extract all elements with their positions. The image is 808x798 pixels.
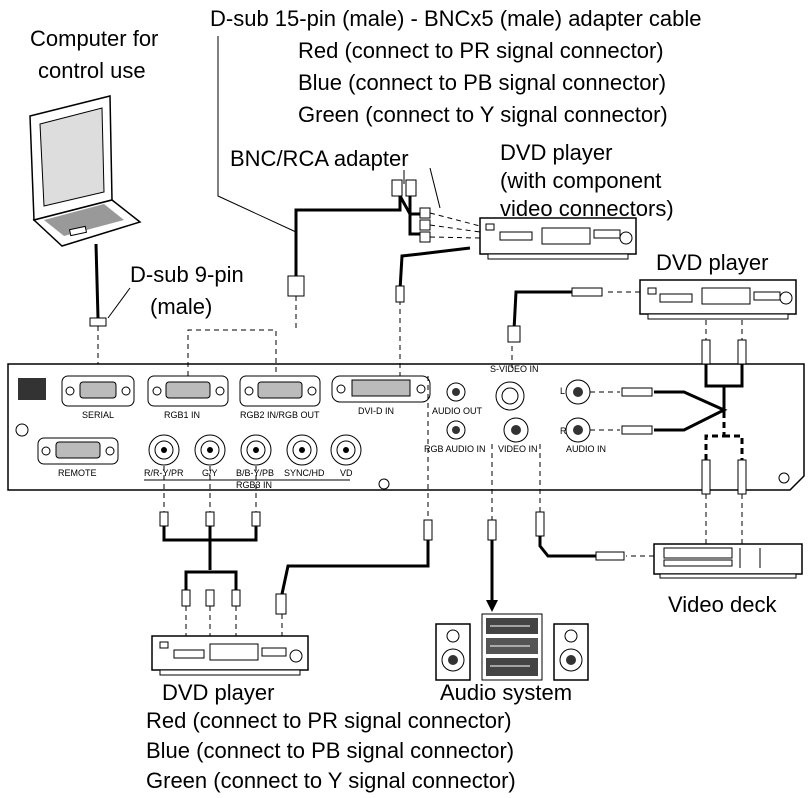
- dsub9-label-1: D-sub 9-pin: [130, 262, 244, 287]
- video-cable-deck: [538, 536, 596, 558]
- rgb-audio-in-jack: [446, 420, 466, 440]
- serial-port: [61, 375, 135, 407]
- bnc-label-g: G/Y: [202, 468, 218, 478]
- dvd-player-component-icon: [479, 217, 637, 260]
- video-in-label: VIDEO IN: [498, 444, 538, 454]
- dvd-bottom-label: DVD player: [162, 680, 274, 705]
- top-cable-blue: Blue (connect to PB signal connector): [298, 70, 666, 95]
- audio-system-icon: [435, 613, 589, 681]
- dvi-port: [331, 375, 431, 403]
- laptop-computer-icon: [29, 95, 142, 247]
- svideo-jack: [495, 381, 525, 411]
- computer-label-2: control use: [38, 58, 146, 83]
- dvd-player-bottom-icon: [151, 635, 309, 676]
- dvd-component-label-3: video connectors): [500, 196, 674, 221]
- dvd-component-label-2: (with component: [500, 168, 661, 193]
- dsub9-label-2: (male): [150, 294, 212, 319]
- serial-cable: [94, 243, 100, 319]
- video-deck-label: Video deck: [668, 592, 777, 617]
- top-cable-leader: [217, 36, 297, 233]
- bottom-cable-green: Green (connect to Y signal connector): [146, 768, 516, 793]
- rgb-audio-in-label: RGB AUDIO IN: [424, 444, 486, 454]
- bottom-cable-blue: Blue (connect to PB signal connector): [146, 738, 514, 763]
- bnc-label-sync: SYNC/HD: [284, 468, 325, 478]
- rgb1-label: RGB1 IN: [164, 410, 200, 420]
- audio-l-label: L: [560, 386, 565, 396]
- dsub15-bnc-cable: [294, 196, 402, 280]
- dvd-component-label-1: DVD player: [500, 140, 612, 165]
- svideo-label: S-VIDEO IN: [490, 364, 539, 374]
- bnc-label-b: B/B-Y/PB: [236, 468, 274, 478]
- projector-rear-panel: SERIAL RGB1 IN RGB2 IN/RGB OUT DVI-D IN …: [7, 363, 805, 491]
- bottom-cable-red: Red (connect to PR signal connector): [146, 708, 512, 733]
- audio-system-label: Audio system: [440, 680, 572, 705]
- video-in-jack: [503, 417, 529, 443]
- computer-label-1: Computer for: [30, 26, 158, 51]
- rgb3-label: RGB3 IN: [236, 480, 272, 490]
- bnc-label-vd: VD: [340, 468, 353, 478]
- rgb2-label: RGB2 IN/RGB OUT: [240, 410, 320, 420]
- rgb2-port: [239, 375, 321, 407]
- audio-in-label: AUDIO IN: [566, 444, 606, 454]
- audio-out-jack: [446, 382, 466, 402]
- bnc-label-r: R/R-Y/PR: [144, 468, 184, 478]
- dsub9-leader: [107, 287, 131, 319]
- audio-cable-top: [398, 246, 471, 291]
- video-deck-icon: [653, 543, 803, 579]
- audio-out-label: AUDIO OUT: [432, 406, 483, 416]
- dvd-right-label: DVD player: [656, 250, 768, 275]
- bnc-rca-label: BNC/RCA adapter: [230, 146, 409, 171]
- lan-port-icon: [18, 378, 46, 400]
- remote-label: REMOTE: [58, 468, 97, 478]
- top-cable-red: Red (connect to PR signal connector): [298, 38, 664, 63]
- audio-r-label: R: [560, 426, 567, 436]
- bnc-connectors: [148, 434, 362, 466]
- top-cable-title: D-sub 15-pin (male) - BNCx5 (male) adapt…: [210, 6, 702, 31]
- serial-label: SERIAL: [82, 410, 114, 420]
- dsub9-plug: [89, 317, 107, 327]
- audio-cable-bottom-dvd: [280, 540, 430, 595]
- top-cable-green: Green (connect to Y signal connector): [298, 102, 668, 127]
- dvd-component-leader: [429, 167, 441, 209]
- remote-port: [37, 437, 119, 465]
- dvd-player-right-icon: [639, 279, 797, 320]
- dsub15-plug-icon: [287, 275, 305, 297]
- svideo-cable: [512, 290, 572, 331]
- dvi-label: DVI-D IN: [358, 406, 394, 416]
